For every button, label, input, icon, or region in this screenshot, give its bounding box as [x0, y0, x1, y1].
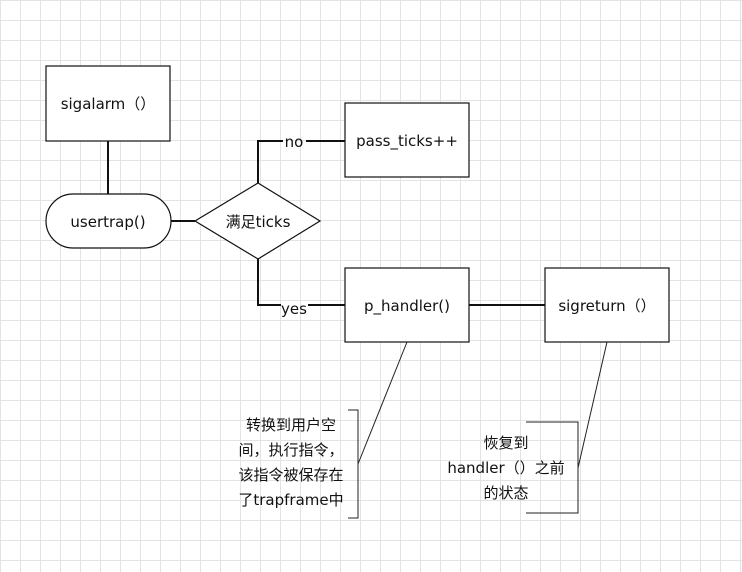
- node-sigreturn-box: [544, 267, 670, 343]
- annotation-switch-line-2: 间，执行指令，: [238, 441, 343, 459]
- annotation-leader-restore: [577, 341, 608, 469]
- node-condition-diamond: [193, 182, 322, 260]
- node-usertrap-box: [45, 193, 172, 249]
- annotation-restore-line-1: 恢复到: [483, 434, 528, 452]
- annotation-switch-line-3: 该指令被保存在: [238, 466, 343, 484]
- connector-no-branch: [257, 140, 283, 183]
- connector-yes-branch: [257, 259, 281, 306]
- node-pass-ticks-box: [344, 102, 470, 178]
- node-p-handler-label: p_handler(): [364, 297, 450, 316]
- annotation-restore-line-2: handler（）之前: [447, 459, 564, 477]
- node-condition-label: 满足ticks: [226, 213, 291, 231]
- annotation-restore-line-3: 的状态: [483, 484, 528, 502]
- node-sigreturn-label: sigreturn（）: [558, 297, 655, 315]
- annotation-bracket-switch: [348, 409, 359, 519]
- node-usertrap-label: usertrap(): [70, 213, 145, 231]
- edge-label-no: no: [285, 133, 304, 151]
- node-pass-ticks-label: pass_ticks++: [356, 132, 458, 151]
- annotation-switch-line-4: 了trapframe中: [238, 491, 343, 509]
- annotation-leader-switch: [357, 341, 408, 465]
- edge-label-yes: yes: [281, 300, 307, 318]
- node-sigalarm-box: [45, 65, 171, 142]
- annotation-switch-line-1: 转换到用户空: [246, 416, 336, 434]
- node-sigalarm-label: sigalarm（）: [61, 95, 156, 113]
